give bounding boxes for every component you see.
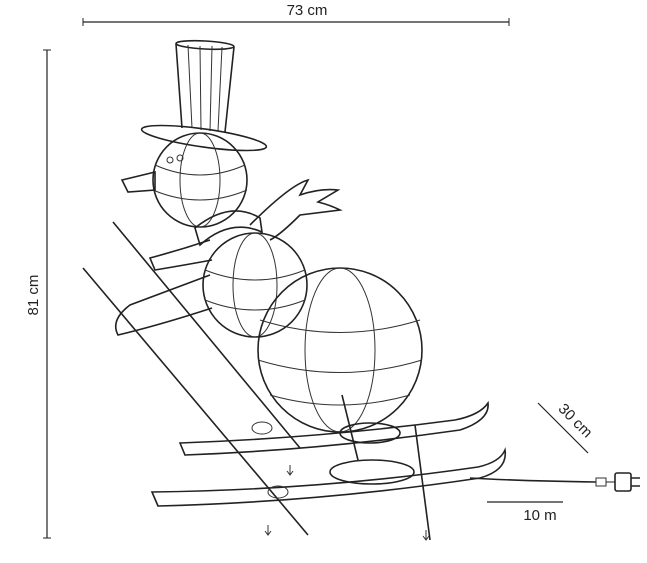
width-dimension: 73 cm [82,2,510,26]
lower-body [257,267,423,433]
connector-icon [595,477,607,487]
width-label: 73 cm [287,2,328,19]
power-cable: 10 m [469,472,640,524]
nose [120,170,156,193]
height-label: 81 cm [25,275,42,316]
arrow-down-icon [286,465,294,476]
arrow-down-icon [264,525,272,536]
right-arm [249,178,343,241]
left-arm-lower [114,274,213,336]
arrow-down-icon [422,530,430,541]
cable-length-label: 10 m [523,507,556,524]
left-arm-upper [148,239,213,271]
top-hat [140,39,268,152]
ski [150,447,507,507]
snowman-skier-illustration [82,39,507,541]
head [120,132,248,228]
ski [178,400,489,456]
middle-body [202,232,308,338]
foot [339,422,401,444]
depth-label: 30 cm [555,400,596,441]
plug-icon [614,472,632,492]
ski-pole [82,267,309,536]
scarf [194,210,263,247]
ski-pole [112,221,301,449]
foot [329,459,415,485]
height-dimension: 81 cm [25,49,51,539]
depth-dimension: 30 cm [537,400,596,454]
